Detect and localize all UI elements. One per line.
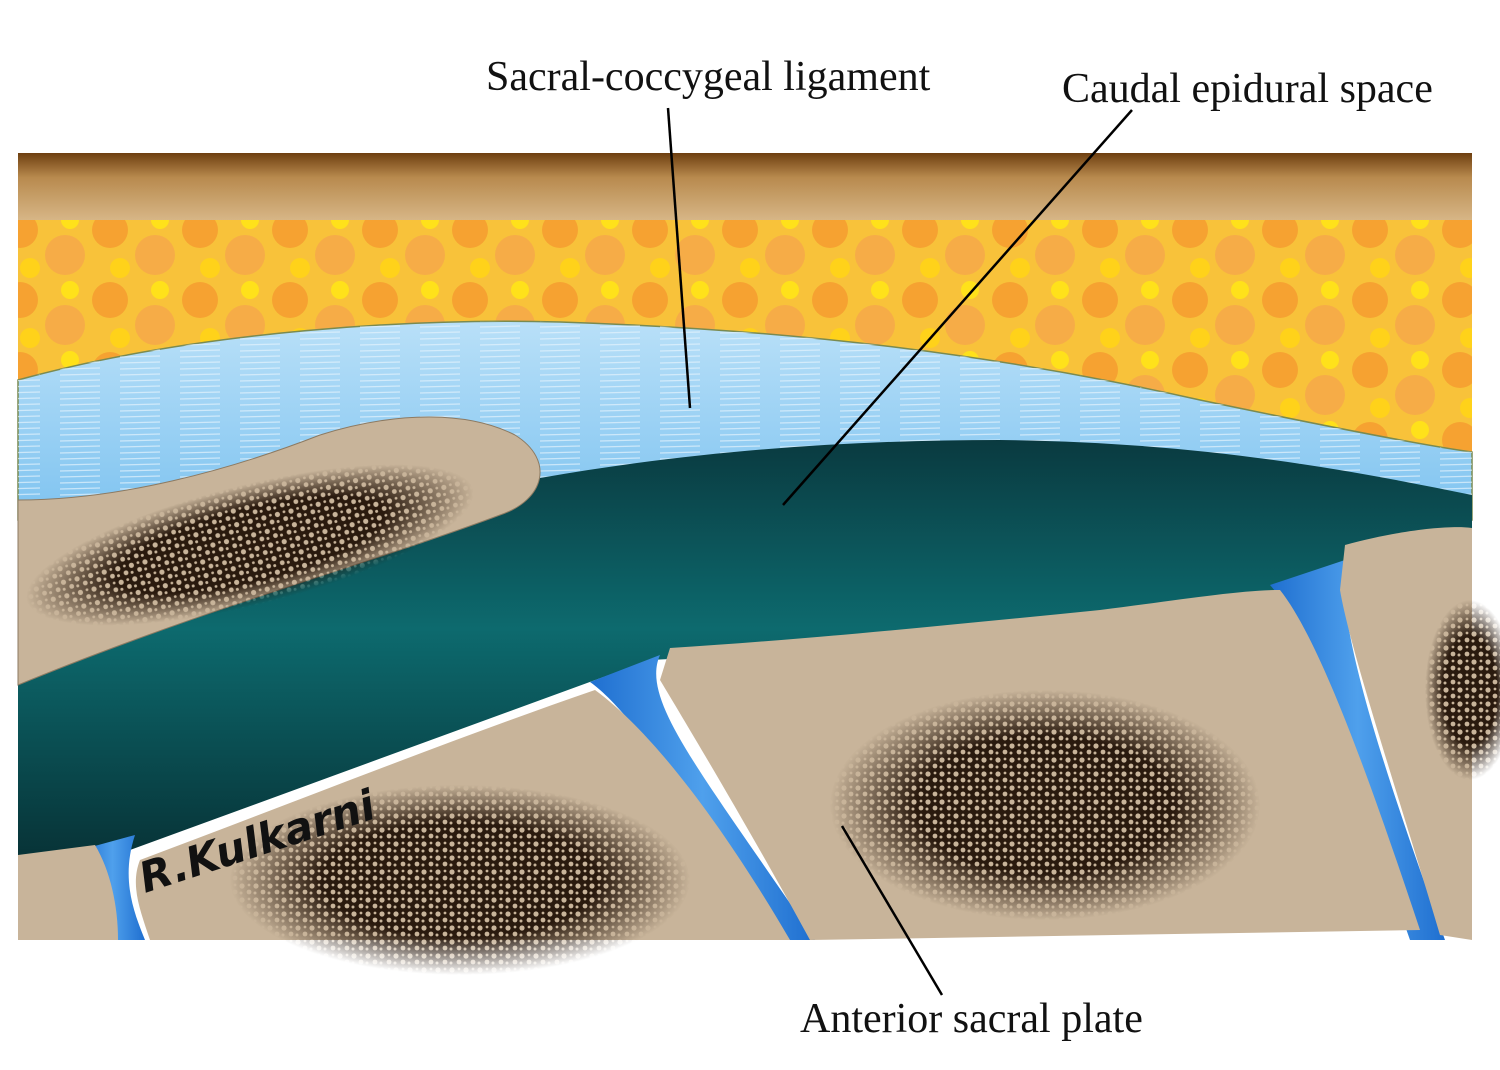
skin-layer <box>18 153 1472 223</box>
sacral-vertebra <box>18 845 118 940</box>
anterior-plate-leader-line <box>840 825 944 996</box>
epidural-space-label: Caudal epidural space <box>1062 66 1433 112</box>
ligament-leader-line <box>666 107 692 409</box>
anterior-sacral-plate-label: Anterior sacral plate <box>800 996 1143 1042</box>
ligament-label: Sacral-coccygeal ligament <box>486 54 931 100</box>
epidural-leader-line <box>782 109 1133 506</box>
intervertebral-disc <box>590 655 815 940</box>
